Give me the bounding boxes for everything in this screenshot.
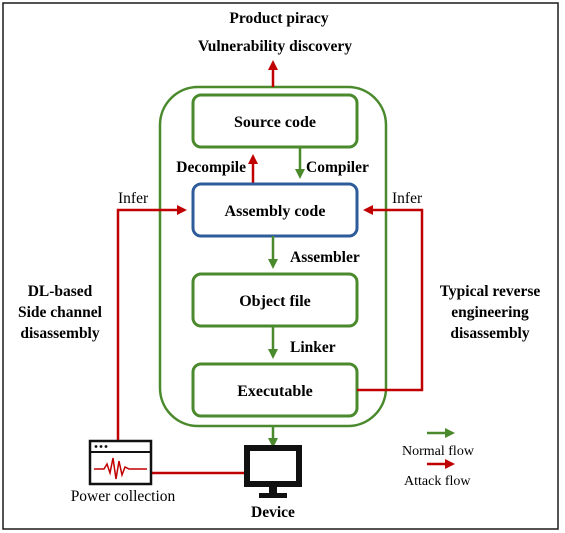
object-file-label: Object file (239, 293, 311, 310)
legend-normal-label: Normal flow (402, 444, 475, 459)
right-method-line-2: engineering (451, 304, 529, 321)
vulnerability-discovery-label: Vulnerability discovery (198, 38, 352, 55)
decompile-label: Decompile (176, 159, 246, 176)
executable-label: Executable (237, 383, 313, 400)
power-collection-label: Power collection (71, 488, 176, 505)
object-file-box (191, 272, 359, 328)
typical-re-attack-path (357, 205, 424, 392)
product-piracy-label: Product piracy (229, 10, 328, 27)
left-method-line-3: disassembly (20, 325, 99, 342)
right-method-line-3: disassembly (450, 325, 529, 342)
right-method-line-1: Typical reverse (440, 283, 541, 300)
linker-label: Linker (290, 339, 336, 356)
source-code-label: Source code (234, 114, 316, 131)
assembler-label: Assembler (290, 249, 360, 266)
device-label: Device (251, 504, 295, 521)
side-channel-attack-path (116, 205, 187, 440)
infer-right-label: Infer (392, 190, 423, 207)
legend-attack-label: Attack flow (404, 474, 471, 489)
infer-left-label: Infer (118, 190, 149, 207)
source-code-box (191, 93, 359, 149)
monitor-icon (244, 445, 302, 498)
assembly-code-box (191, 182, 359, 238)
assembly-code-label: Assembly code (225, 203, 326, 220)
compiler-label: Compiler (306, 159, 369, 176)
outer-frame (2, 2, 559, 530)
left-method-line-1: DL-based (28, 283, 93, 300)
left-method-line-2: Side channel (18, 304, 103, 321)
oscilloscope-icon (88, 439, 153, 486)
